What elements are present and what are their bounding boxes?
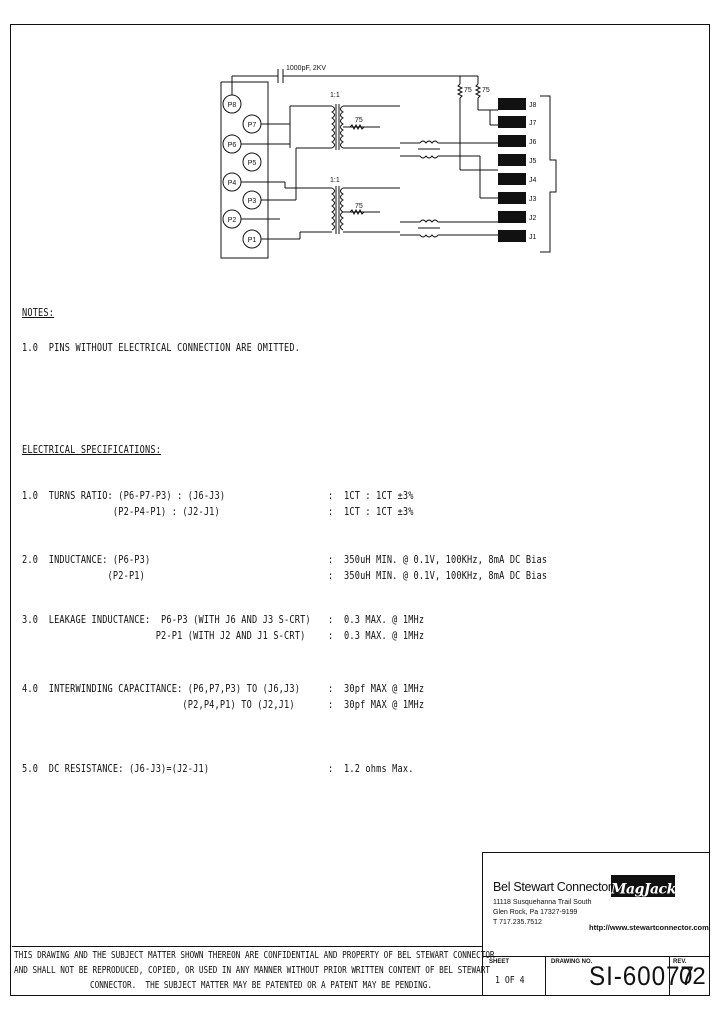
jack-outline [540,95,557,253]
spec-1-value-1: : 1CT : 1CT ±3% [328,490,414,502]
ratio-bottom: 1:1 [330,177,340,184]
logo-registered-mark: ® [675,881,683,890]
spec-2-left-2: (P2-P1) [22,570,145,582]
title-block-divider [669,956,670,996]
spec-2-value-2: : 350uH MIN. @ 0.1V, 100KHz, 8mA DC Bias [328,570,548,582]
confidential-notice: THIS DRAWING AND THE SUBJECT MATTER SHOW… [12,946,495,991]
res-bottom-label: 75 [355,203,363,210]
res-a-label: 75 [464,87,472,94]
pin-j1: J1 [529,234,537,241]
pin-j5: J5 [529,158,537,165]
jack-pins [498,98,526,242]
pin-p5: P5 [248,160,257,167]
spec-3-left-1: 3.0 LEAKAGE INDUCTANCE: P6-P3 (WITH J6 A… [22,614,311,626]
pin-j3: J3 [529,196,537,203]
rev-value: 02 [679,963,706,990]
spec-4-left-1: 4.0 INTERWINDING CAPACITANCE: (P6,P7,P3)… [22,683,301,695]
spec-2-left-1: 2.0 INDUCTANCE: (P6-P3) [22,554,151,566]
drawing-no-label: DRAWING NO. [551,959,593,965]
plug-outline [220,81,269,259]
spec-3-left-2: P2-P1 (WITH J2 AND J1 S-CRT) [22,630,306,642]
spec-5-left-1: 5.0 DC RESISTANCE: (J6-J3)=(J2-J1) [22,763,210,775]
sheet-label: SHEET [489,959,510,965]
spec-1-left-1: 1.0 TURNS RATIO: (P6-P7-P3) : (J6-J3) [22,490,226,502]
pin-p6: P6 [228,142,237,149]
spec-1-left-2: (P2-P4-P1) : (J2-J1) [22,506,220,518]
pin-p2: P2 [228,217,237,224]
ratio-top: 1:1 [330,92,340,99]
company-name: Bel Stewart Connector [493,880,612,894]
title-block-divider [545,956,546,996]
logo-text: MagJack [611,881,676,898]
spec-2-value-1: : 350uH MIN. @ 0.1V, 100KHz, 8mA DC Bias [328,554,548,566]
pin-j2: J2 [529,215,537,222]
capacitor-label: 1000pF, 2KV [286,65,326,72]
drawing-frame [10,24,710,996]
spec-3-value-1: : 0.3 MAX. @ 1MHz [328,614,425,626]
title-block-divider [483,956,710,957]
pin-p7: P7 [248,122,257,129]
spec-5-value-1: : 1.2 ohms Max. [328,763,414,775]
pin-j8: J8 [529,102,537,109]
notes-heading: NOTES: [22,307,55,319]
pin-p1: P1 [248,237,257,244]
drawing-number: SI-60077 [589,961,695,991]
sheet-value: 1 OF 4 [495,975,525,986]
pin-j7: J7 [529,120,537,127]
pin-p8: P8 [228,102,237,109]
confidential-line-1: THIS DRAWING AND THE SUBJECT MATTER SHOW… [14,950,495,961]
schematic-diagram: P8 P7 P6 P5 P4 P3 P2 P1 1000pF, 2KV 1:1 … [220,65,557,259]
pin-p3: P3 [248,198,257,205]
title-block: Bel Stewart Connector 11118 Susquehanna … [482,852,710,996]
res-b-label: 75 [482,87,490,94]
plug-pins [222,94,262,249]
specs-heading: ELECTRICAL SPECIFICATIONS: [22,444,162,456]
spec-3-value-2: : 0.3 MAX. @ 1MHz [328,630,425,642]
confidential-line-3: CONNECTOR. THE SUBJECT MATTER MAY BE PAT… [90,980,432,991]
spec-4-left-2: (P2,P4,P1) TO (J2,J1) [22,699,295,711]
pin-j6: J6 [529,139,537,146]
spec-4-value-2: : 30pf MAX @ 1MHz [328,699,425,711]
rev-label: REV. [673,959,687,965]
company-address-3: T 717.235.7512 [493,919,542,926]
res-top-label: 75 [355,117,363,124]
spec-1-value-2: : 1CT : 1CT ±3% [328,506,414,518]
spec-4-value-1: : 30pf MAX @ 1MHz [328,683,425,695]
note-item: 1.0 PINS WITHOUT ELECTRICAL CONNECTION A… [22,342,301,354]
company-address-1: 11118 Susquehanna Trail South [493,899,592,906]
pin-j4: J4 [529,177,537,184]
pin-p4: P4 [228,180,237,187]
magjack-logo: MagJack® [611,875,683,898]
confidential-line-2: AND SHALL NOT BE REPRODUCED, COPIED, OR … [14,965,490,976]
company-url: http://www.stewartconnector.com [589,923,709,932]
company-address-2: Glen Rock, Pa 17327-9199 [493,909,578,916]
